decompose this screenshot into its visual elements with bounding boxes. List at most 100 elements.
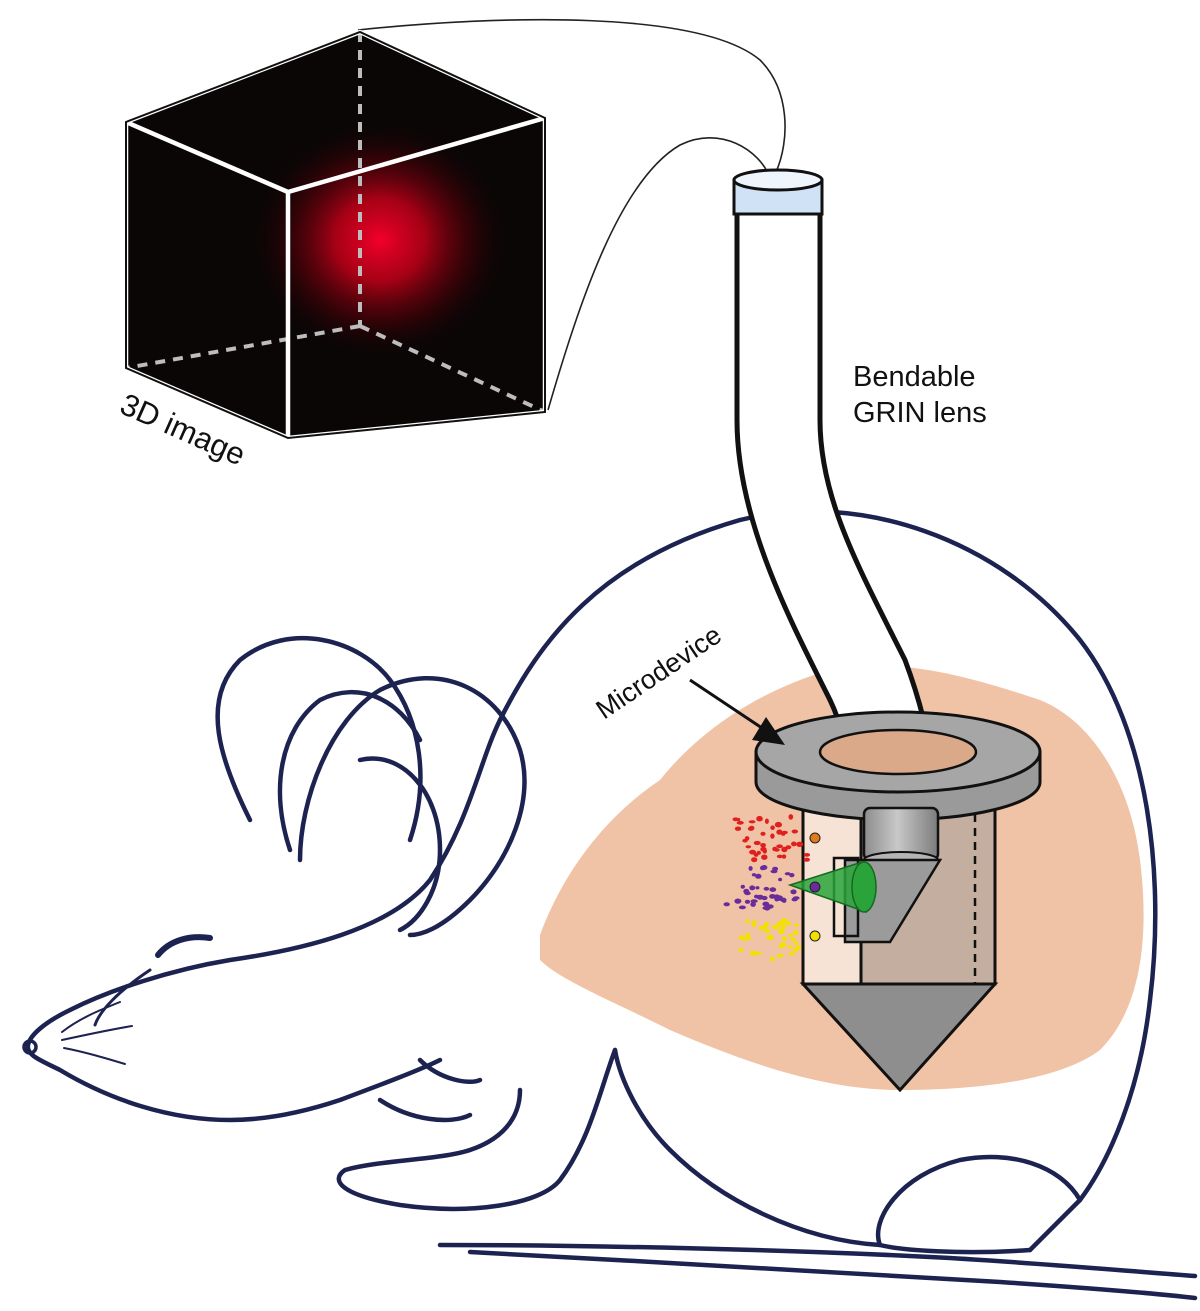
cell-dot-purple [723, 902, 730, 907]
cell-dot-yellow [749, 950, 757, 956]
cell-dot-red [781, 854, 787, 859]
cell-dot-red [796, 841, 804, 847]
mouse-tail [437, 1242, 1198, 1279]
cell-dot-purple [755, 886, 760, 890]
cell-dot-purple [774, 896, 780, 902]
cell-dot-red [734, 826, 742, 831]
mouse-front-leg [336, 1047, 618, 1212]
label-lens-line2: GRIN lens [853, 397, 987, 429]
connector-lines [357, 18, 786, 411]
cell-dot-yellow [776, 953, 784, 958]
cell-dot-purple [789, 873, 795, 878]
label-microdevice: Microdevice [591, 620, 727, 725]
cell-cloud-purple [723, 865, 800, 911]
cell-dot-red [761, 854, 768, 860]
marker-dot-orange [809, 832, 821, 844]
cell-cloud-red [732, 814, 811, 863]
grin-lens-cap-top [732, 168, 824, 192]
cell-dot-yellow [781, 924, 787, 929]
cell-dot-red [791, 841, 797, 847]
microdevice-cone-tip [799, 982, 999, 1093]
cell-dot-red [776, 844, 783, 849]
mouse-ear-back [215, 636, 423, 843]
cell-dot-purple [762, 901, 770, 907]
cell-dot-purple [743, 888, 750, 895]
cell-dot-yellow [793, 941, 799, 945]
cell-dot-purple [767, 904, 774, 909]
cell-dot-red [776, 854, 783, 859]
cell-dot-red [760, 843, 766, 848]
cell-dot-purple [750, 901, 756, 907]
cell-dot-red [760, 831, 766, 836]
cell-dot-red [736, 817, 741, 822]
cell-dot-red [736, 820, 744, 825]
cell-dot-yellow [780, 918, 788, 924]
microdevice-flange-hole [818, 728, 978, 776]
grin-lens [732, 168, 935, 773]
cell-dot-yellow [745, 919, 750, 923]
cell-dot-yellow [796, 944, 802, 950]
mouse-paw [377, 1057, 483, 1123]
cell-dot-yellow [746, 935, 751, 941]
cell-dot-red [745, 845, 752, 849]
label-lens-line1: Bendable [853, 361, 976, 393]
cell-dot-yellow [745, 932, 751, 937]
cell-dot-red [756, 815, 763, 822]
cell-dot-yellow [778, 942, 786, 949]
cell-dot-red [764, 818, 769, 824]
cell-dot-yellow [793, 923, 800, 927]
cell-dot-purple [751, 873, 757, 877]
cell-dot-yellow [771, 925, 780, 930]
cell-cloud-yellow [738, 918, 802, 962]
mouse-eye [155, 934, 213, 958]
mouse-cheek [93, 968, 152, 1027]
microdevice-arrow [689, 678, 785, 745]
cell-dot-purple [734, 898, 742, 904]
cell-dot-yellow [792, 930, 799, 936]
cell-dot-yellow [751, 922, 756, 928]
cell-dot-purple [748, 866, 753, 871]
cell-dot-purple [761, 865, 768, 870]
cell-dot-purple [790, 889, 797, 895]
cube-3d-image [123, 29, 548, 441]
cell-dot-red [803, 857, 810, 862]
fluorescence-glow [250, 120, 510, 360]
cell-dot-red [791, 829, 798, 834]
cell-dot-red [781, 832, 786, 836]
mouse-head [25, 717, 503, 1123]
cell-dot-red [776, 829, 783, 835]
mouse-back [497, 509, 1158, 1253]
cell-dot-purple [769, 894, 776, 899]
cell-dot-yellow [763, 928, 771, 933]
cell-dot-red [751, 857, 758, 863]
cell-dot-red [744, 836, 750, 841]
marker-dot-yellow [809, 930, 821, 942]
mouse-ear-front-inner [357, 756, 443, 933]
cell-dot-yellow [778, 927, 786, 932]
mouse-ear-back-inner [277, 689, 423, 853]
mouse-rear-leg [876, 1154, 1083, 1255]
cell-dot-yellow [769, 956, 775, 962]
cell-dot-red [781, 846, 788, 853]
cell-dot-yellow [785, 921, 792, 926]
cell-dot-purple [782, 899, 787, 903]
cell-dot-yellow [738, 935, 745, 940]
cell-dot-purple [738, 905, 746, 910]
cell-dot-purple [744, 899, 751, 904]
mouse-belly [612, 1047, 883, 1248]
cell-dot-purple [778, 877, 783, 882]
cell-dot-yellow [790, 938, 797, 942]
cell-dot-yellow [787, 945, 793, 950]
cell-dot-yellow [755, 951, 762, 956]
cell-dot-yellow [761, 924, 769, 929]
cell-dot-purple [755, 873, 762, 879]
cell-dot-red [748, 820, 756, 824]
cell-dot-red [788, 814, 794, 820]
cell-dot-red [748, 825, 755, 831]
grin-lens-tube [734, 207, 935, 773]
cell-dot-purple [740, 884, 745, 889]
cell-dot-purple [791, 897, 798, 902]
cell-dot-purple [784, 872, 791, 876]
mouse-nose [22, 1039, 38, 1055]
